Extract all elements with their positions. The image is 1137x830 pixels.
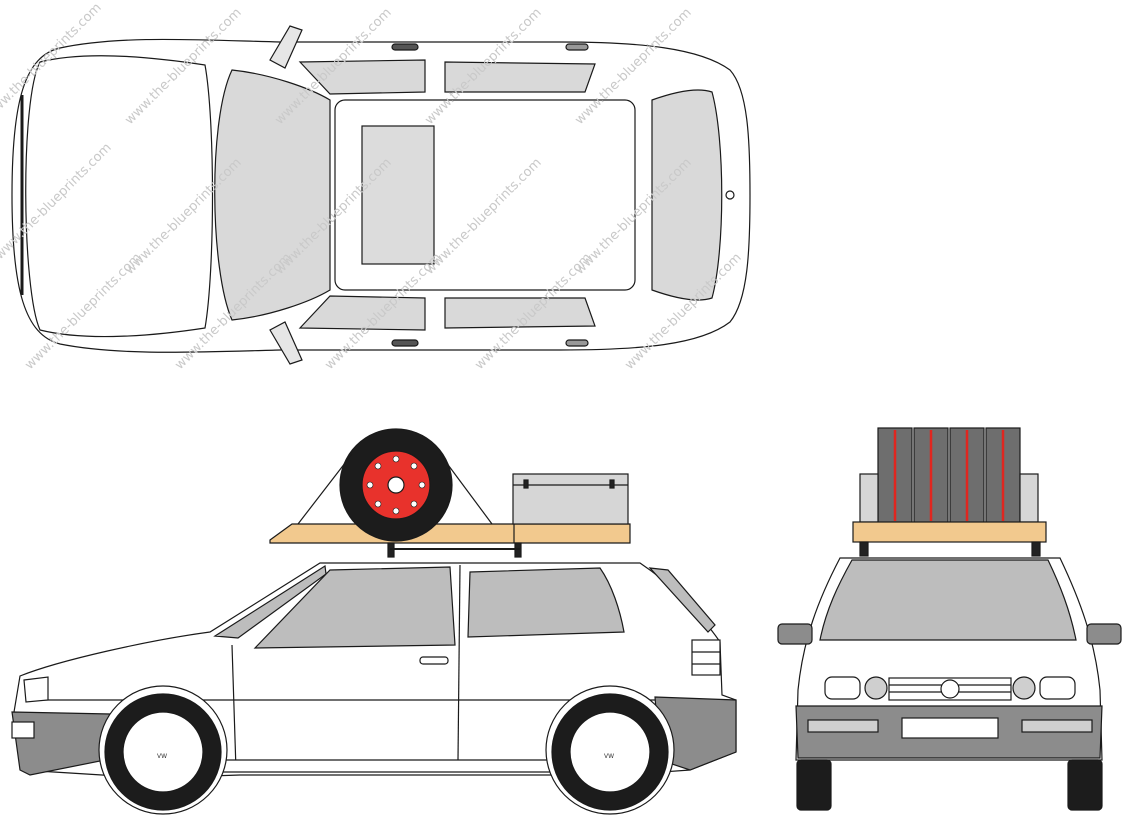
- top-view-sunroof: [361, 125, 435, 265]
- side-door-front-edge: [231, 644, 237, 771]
- front-tire-left: [796, 759, 832, 811]
- front-fog-left: [807, 719, 879, 733]
- front-headlight-right: [1039, 676, 1076, 700]
- side-view: VW VW: [11, 428, 737, 815]
- side-rear-window: [467, 567, 625, 638]
- spare-wheel-bolts: [366, 455, 426, 515]
- side-rear-hubcap: [569, 711, 651, 793]
- front-mirror-left: [777, 623, 813, 645]
- top-view-hood: [25, 55, 214, 338]
- front-box-left-edge: [859, 473, 879, 523]
- side-sill: [219, 759, 561, 773]
- front-indicator-left: [864, 676, 888, 700]
- side-front-hubcap: [122, 711, 204, 793]
- side-fog-light: [11, 721, 35, 739]
- side-front-hub-label: VW: [157, 753, 167, 760]
- top-view-handle-left: [391, 43, 419, 51]
- spare-strap-rear: [439, 453, 493, 525]
- side-door-handle: [419, 656, 449, 665]
- front-headlight-left: [824, 676, 861, 700]
- top-view-fuel-cap-left: [565, 43, 589, 51]
- top-view-side-window-right-rear: [444, 297, 596, 329]
- top-view-side-window-left-rear: [444, 61, 596, 93]
- top-view-mirror-right: [269, 321, 303, 365]
- top-view-rear-badge: [725, 190, 735, 200]
- side-taillight: [691, 639, 721, 676]
- front-cases: [877, 427, 1021, 524]
- front-case-stripes: [893, 430, 1005, 521]
- top-view-windshield: [214, 69, 331, 321]
- front-roof-rack-plank: [852, 521, 1047, 543]
- front-indicator-right: [1012, 676, 1036, 700]
- front-badge: [940, 679, 960, 699]
- front-mirror-right: [1086, 623, 1122, 645]
- top-view-mirror-left: [269, 25, 303, 69]
- spare-strap-front: [297, 453, 353, 525]
- side-box-latch-front: [523, 479, 529, 489]
- side-headlight: [23, 676, 49, 703]
- side-roof-box: [512, 473, 629, 525]
- top-view-handle-right: [391, 339, 419, 347]
- front-box-right-edge: [1019, 473, 1039, 523]
- front-fog-right: [1021, 719, 1093, 733]
- side-roof-rack-plank: [269, 523, 631, 544]
- spare-wheel-hub: [387, 476, 405, 494]
- side-rear-hub-label: VW: [604, 753, 614, 760]
- top-view-fuel-cap-right: [565, 339, 589, 347]
- front-rack-foot-left: [859, 541, 869, 557]
- front-tire-right: [1067, 759, 1103, 811]
- top-view-side-window-right-front: [298, 295, 426, 331]
- side-b-pillar: [457, 564, 461, 761]
- side-rear-quarter-glass: [648, 567, 716, 633]
- front-view: [777, 427, 1122, 811]
- front-rack-foot-right: [1031, 541, 1041, 557]
- top-view-rear-window: [651, 89, 723, 301]
- top-view: [11, 25, 751, 365]
- front-license-plate: [901, 717, 999, 739]
- front-windshield: [819, 559, 1077, 641]
- top-view-side-window-left-front: [298, 59, 426, 95]
- side-front-bumper: [11, 711, 111, 776]
- side-front-window: [253, 566, 456, 649]
- side-box-latch-rear: [609, 479, 615, 489]
